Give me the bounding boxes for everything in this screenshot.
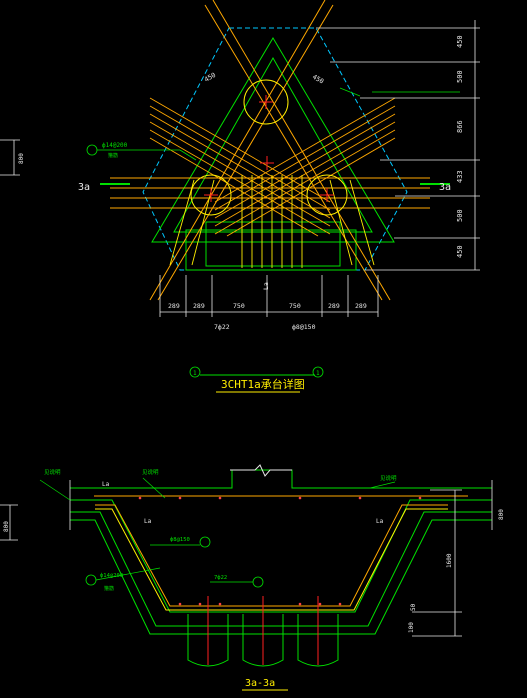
plan-bottom-dim-2: 750 (233, 302, 245, 310)
left-mark-upper: 800 (18, 153, 25, 164)
plan-right-leaders (339, 87, 460, 97)
plan-bubble-left: 1 (193, 370, 197, 377)
plan-bottom-dim-3: 750 (289, 302, 301, 310)
plan-diag-dim-right: 450 (311, 73, 325, 86)
section-rebars (94, 495, 468, 611)
plan-cap-outline (151, 37, 395, 243)
plan-right-dim-0: 450 (456, 35, 464, 48)
pile-left (190, 174, 232, 216)
section-mark-right: 3a (439, 182, 451, 193)
plan-bottom-dim-4: 289 (328, 302, 340, 310)
plan-rebar-callout: ф14@200 箍筋 (86, 142, 197, 161)
pile-right (306, 174, 348, 216)
section-right-dims (412, 489, 462, 637)
plan-bubble-right: 1 (316, 370, 320, 377)
section-right-dim: 800 (498, 509, 505, 520)
plan-title-block: 1 1 3CHT1a承台详图 (189, 366, 324, 393)
plan-diagonals (149, 0, 391, 301)
section-depth-dim: 1600 (446, 553, 453, 568)
section-label-top-mid: 见说明 (142, 468, 159, 476)
plan-ties-vertical (241, 175, 303, 268)
pile-top (243, 79, 289, 125)
section-label-top-left: 见说明 (44, 468, 61, 476)
section-dim-100: 100 (408, 622, 415, 633)
plan-right-dim-5: 450 (456, 245, 464, 258)
section-title: 3a-3a (245, 678, 275, 689)
plan-right-dim-3: 433 (456, 170, 464, 183)
plan-rebar-horizontal (110, 177, 430, 209)
plan-column-box (205, 221, 341, 267)
section-mark-left: 3a (78, 182, 90, 193)
pile-mid-section (242, 614, 284, 667)
plan-section-marks: 3a 3a (78, 182, 451, 193)
plan-rebar-label: ф14@200 (102, 142, 128, 149)
plan-bottom-dim-0: 289 (168, 302, 180, 310)
plan-rebar-bundle-a (149, 97, 331, 237)
section-side-rebar-label: ф14@200 (100, 573, 123, 579)
plan-right-dims (316, 20, 480, 271)
plan-right-dim-1: 500 (456, 70, 464, 83)
plan-rebar-bundle-b (214, 97, 396, 237)
plan-bottom-dim-5: 289 (355, 302, 367, 310)
plan-title: 3CHT1a承台详图 (221, 377, 305, 391)
pile-right-section (297, 614, 339, 667)
section-la-left: La (102, 481, 110, 488)
section-la-mid: La (144, 518, 152, 525)
plan-la-mark: La (262, 282, 270, 290)
section-bottom-rebar-label: 7ф22 (214, 575, 227, 581)
section-labels: 见说明 见说明 见说明 ф8@150 ф14@200 箍筋 7ф22 (39, 468, 397, 592)
plan-bottom-dims (159, 275, 379, 317)
section-label-top-right: 见说明 (380, 474, 397, 482)
plan-bottom-note-left: 7ф22 (214, 323, 230, 331)
plan-cap-inner (173, 56, 373, 233)
plan-ties-legs (169, 179, 375, 266)
section-la-right: La (376, 518, 384, 525)
plan-bottom-dim-1: 289 (193, 302, 205, 310)
plan-bottom-note-right: ф8@150 (292, 323, 316, 331)
plan-view: 450 500 866 433 500 450 289 289 750 750 … (78, 0, 480, 393)
plan-column-box-inner (185, 229, 357, 271)
section-side-rebar-sublabel: 箍筋 (104, 585, 114, 592)
section-view: 1600 800 50 100 La La La 见说明 见说明 见说明 ф8@… (39, 464, 505, 691)
plan-rebar-sublabel: 箍筋 (108, 152, 118, 159)
plan-right-dim-4: 500 (456, 209, 464, 222)
plan-right-dim-2: 866 (456, 120, 464, 133)
pile-left-section (187, 614, 229, 667)
plan-piles (190, 79, 348, 216)
section-piles (187, 614, 339, 667)
section-rebar-dots (138, 496, 422, 606)
section-dim-50: 50 (410, 603, 417, 611)
left-mark-lower: 800 (3, 521, 10, 532)
left-margin-marks (0, 139, 20, 541)
plan-center-marks (204, 95, 334, 202)
section-pile-centers (207, 596, 319, 665)
section-stirrup-label: ф8@150 (170, 537, 190, 543)
